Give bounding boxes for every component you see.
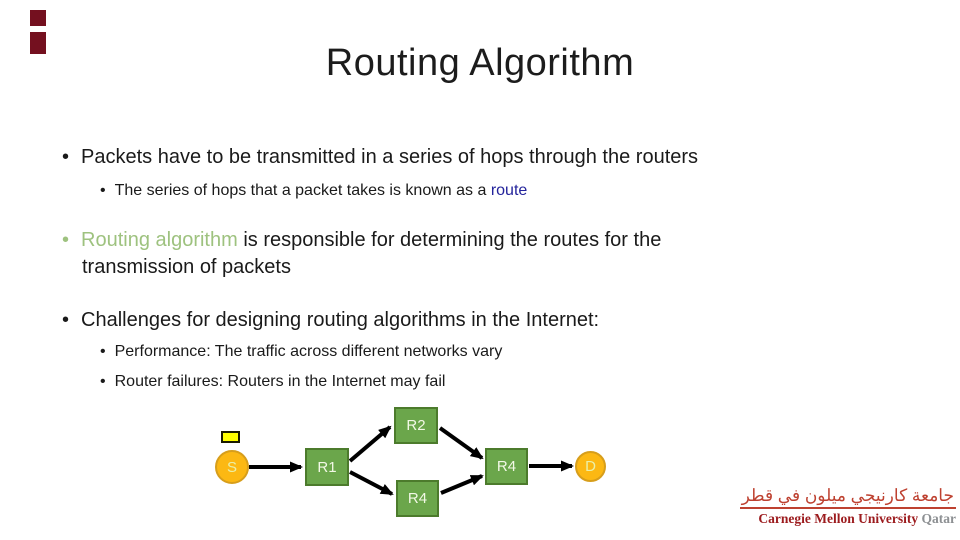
- logo-campus-name: Qatar: [921, 510, 957, 526]
- bullet-text: Challenges for designing routing algorit…: [81, 309, 600, 331]
- node-label: D: [585, 458, 596, 475]
- sub-bullet-text: Performance: The traffic across differen…: [114, 343, 503, 360]
- packet-icon: [221, 431, 240, 443]
- sub-bullet-route: • The series of hops that a packet takes …: [100, 182, 527, 200]
- bullet-marker: •: [100, 343, 106, 360]
- logo-english-text: Carnegie Mellon University Qatar: [740, 511, 956, 527]
- bullet-routing-algorithm: • Routing algorithm is responsible for de…: [62, 229, 661, 252]
- node-source: S: [215, 450, 249, 484]
- sub-bullet-router-failures: • Router failures: Routers in the Interne…: [100, 373, 445, 391]
- arrow-r2-r4right: [438, 426, 484, 460]
- node-label: S: [226, 458, 237, 476]
- node-label: R2: [406, 417, 426, 434]
- logo-arabic-text: جامعة كارنيجي ميلون في قطر: [739, 486, 956, 509]
- arrow-r4lower-r4right: [440, 474, 484, 495]
- bullet-challenges: • Challenges for designing routing algori…: [62, 309, 599, 332]
- logo-university-name: Carnegie Mellon University: [758, 510, 919, 526]
- slide-corner-mark: [30, 10, 46, 26]
- node-destination: D: [575, 451, 606, 482]
- bullet-routing-algorithm-line2: transmission of packets: [82, 256, 291, 279]
- sub-bullet-text: Router failures: Routers in the Internet…: [114, 373, 446, 390]
- node-label: R1: [317, 458, 337, 476]
- bullet-text: is responsible for determining the route…: [237, 229, 662, 251]
- arrow-r1-r2: [348, 425, 392, 463]
- node-router-r2: R2: [394, 407, 438, 444]
- cmu-qatar-logo: جامعة كارنيجي ميلون في قطر Carnegie Mell…: [739, 486, 956, 527]
- bullet-text: transmission of packets: [82, 256, 291, 278]
- node-router-r1: R1: [305, 448, 349, 486]
- node-router-r4-lower: R4: [396, 480, 439, 517]
- node-label: R4: [496, 458, 517, 475]
- page-title: Routing Algorithm: [325, 42, 635, 84]
- bullet-marker: •: [62, 146, 70, 168]
- bullet-marker: •: [100, 373, 106, 390]
- bullet-marker: •: [62, 309, 70, 331]
- slide-corner-mark: [30, 32, 46, 54]
- node-router-r4-right: R4: [485, 448, 528, 485]
- route-highlight: route: [490, 182, 528, 199]
- bullet-marker: •: [100, 182, 106, 199]
- sub-bullet-performance: • Performance: The traffic across differe…: [100, 343, 502, 361]
- routing-algorithm-highlight: Routing algorithm: [81, 229, 238, 251]
- node-label: R4: [407, 490, 428, 507]
- arrow-r1-r4lower: [349, 470, 394, 496]
- bullet-text: Packets have to be transmitted in a seri…: [81, 146, 699, 168]
- bullet-packets: • Packets have to be transmitted in a ser…: [62, 146, 698, 169]
- sub-bullet-text: The series of hops that a packet takes i…: [114, 182, 491, 199]
- bullet-marker: •: [62, 229, 70, 251]
